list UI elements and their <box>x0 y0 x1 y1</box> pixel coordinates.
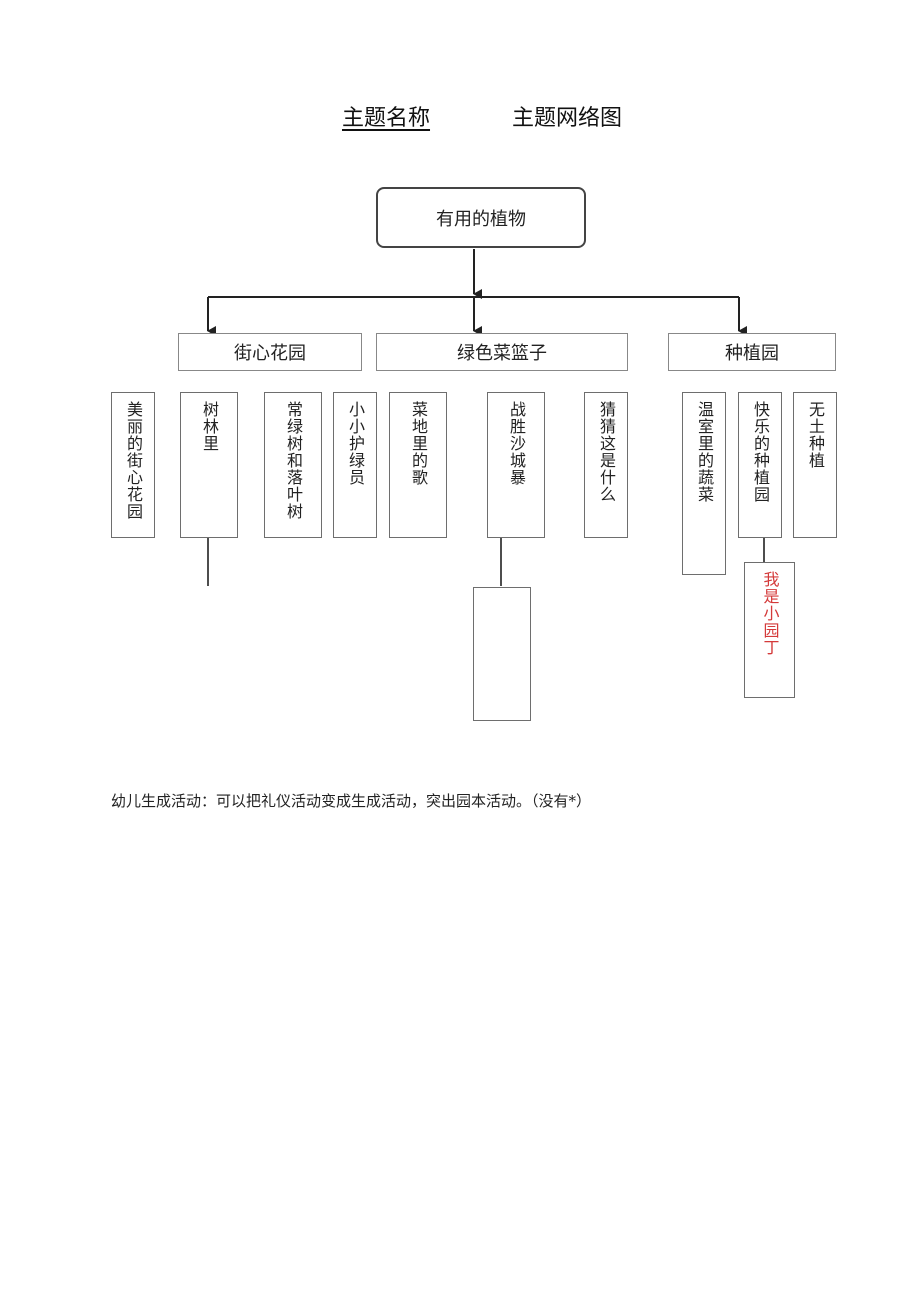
activity-kuaile-de-zhongzhiyuan: 快乐的种植园 <box>738 392 782 538</box>
activity-shulinli: 树林里 <box>180 392 238 538</box>
activity-wutu-zhongzhi: 无土种植 <box>793 392 837 538</box>
activity-zhansheng-shachengbao: 战胜沙城暴 <box>487 392 545 538</box>
activity-xiaoxiao-hulvyuan: 小小护绿员 <box>333 392 377 538</box>
sub-activity-woshi-xiaoyuanding: 我是小园丁 <box>744 562 795 698</box>
topic-network-heading: 主题网络图 <box>512 106 623 131</box>
activity-wenshili-de-shucai: 温室里的蔬菜 <box>682 392 726 575</box>
category-lvse-cailanzi: 绿色菜篮子 <box>376 333 628 371</box>
topic-name-heading: 主题名称 <box>342 106 431 131</box>
footnote-text: 幼儿生成活动：可以把礼仪活动变成生成活动，突出园本活动。（没有*） <box>111 792 592 810</box>
activity-changlvshu-he-luoyeshu: 常绿树和落叶树 <box>264 392 322 538</box>
sub-activity-empty <box>473 587 531 721</box>
category-zhongzhiyuan: 种植园 <box>668 333 836 371</box>
activity-caidili-de-ge: 菜地里的歌 <box>389 392 447 538</box>
activity-caicai-zhe-shi-shenme: 猜猜这是什么 <box>584 392 628 538</box>
activity-meili-de-jiexin-huayuan: 美丽的街心花园 <box>111 392 155 538</box>
root-node: 有用的植物 <box>376 187 586 248</box>
category-jiexin-huayuan: 街心花园 <box>178 333 362 371</box>
